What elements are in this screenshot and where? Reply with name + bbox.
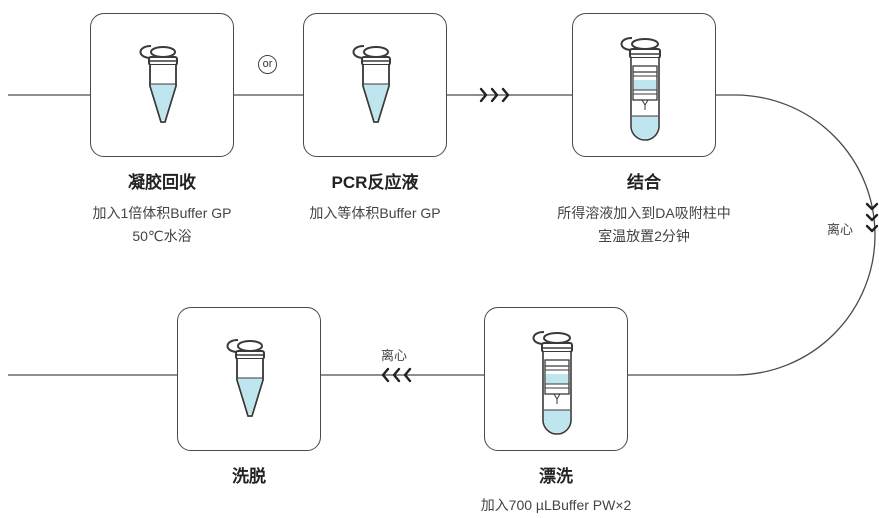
step-desc-line: 50℃水浴 [132,228,192,244]
tube-icon [352,45,391,123]
tube-icon [139,45,178,123]
step-box-wash [484,307,628,451]
triple-chevron-left-icon [381,367,412,383]
centrifuge-label-right: 离心 [827,222,854,237]
step-box-bind [572,13,716,157]
step-desc-pcr: 加入等体积Buffer GP [275,202,475,225]
step-box-elute [177,307,321,451]
step-title-bind: 结合 [627,173,661,192]
step-box-gel [90,13,234,157]
step-desc-line: 加入等体积Buffer GP [309,205,441,221]
flow-line-bind-curve [628,94,876,376]
spin-column-icon [620,37,661,141]
spin-column-icon [532,331,573,435]
triple-chevron-down-icon [865,202,879,233]
step-box-pcr [303,13,447,157]
step-title-pcr: PCR反应液 [331,173,419,192]
step-title-gel: 凝胶回收 [128,173,196,192]
step-title-wash: 漂洗 [539,467,573,486]
step-desc-line: 所得溶液加入到DA吸附柱中 [557,205,731,221]
step-desc-line: 加入1倍体积Buffer GP [92,205,232,221]
step-desc-line: 加入700 µLBuffer PW×2 [480,497,632,513]
step-desc-gel: 加入1倍体积Buffer GP 50℃水浴 [42,202,282,248]
step-desc-line: 室温放置2分钟 [598,228,690,244]
step-desc-bind: 所得溶液加入到DA吸附柱中 室温放置2分钟 [514,202,774,248]
step-title-elute: 洗脱 [232,467,266,486]
centrifuge-label-bottom: 离心 [381,348,408,363]
or-badge: or [258,55,277,74]
triple-chevron-right-icon [479,87,510,103]
step-desc-wash: 加入700 µLBuffer PW×2 [446,494,666,517]
tube-icon [226,339,265,417]
